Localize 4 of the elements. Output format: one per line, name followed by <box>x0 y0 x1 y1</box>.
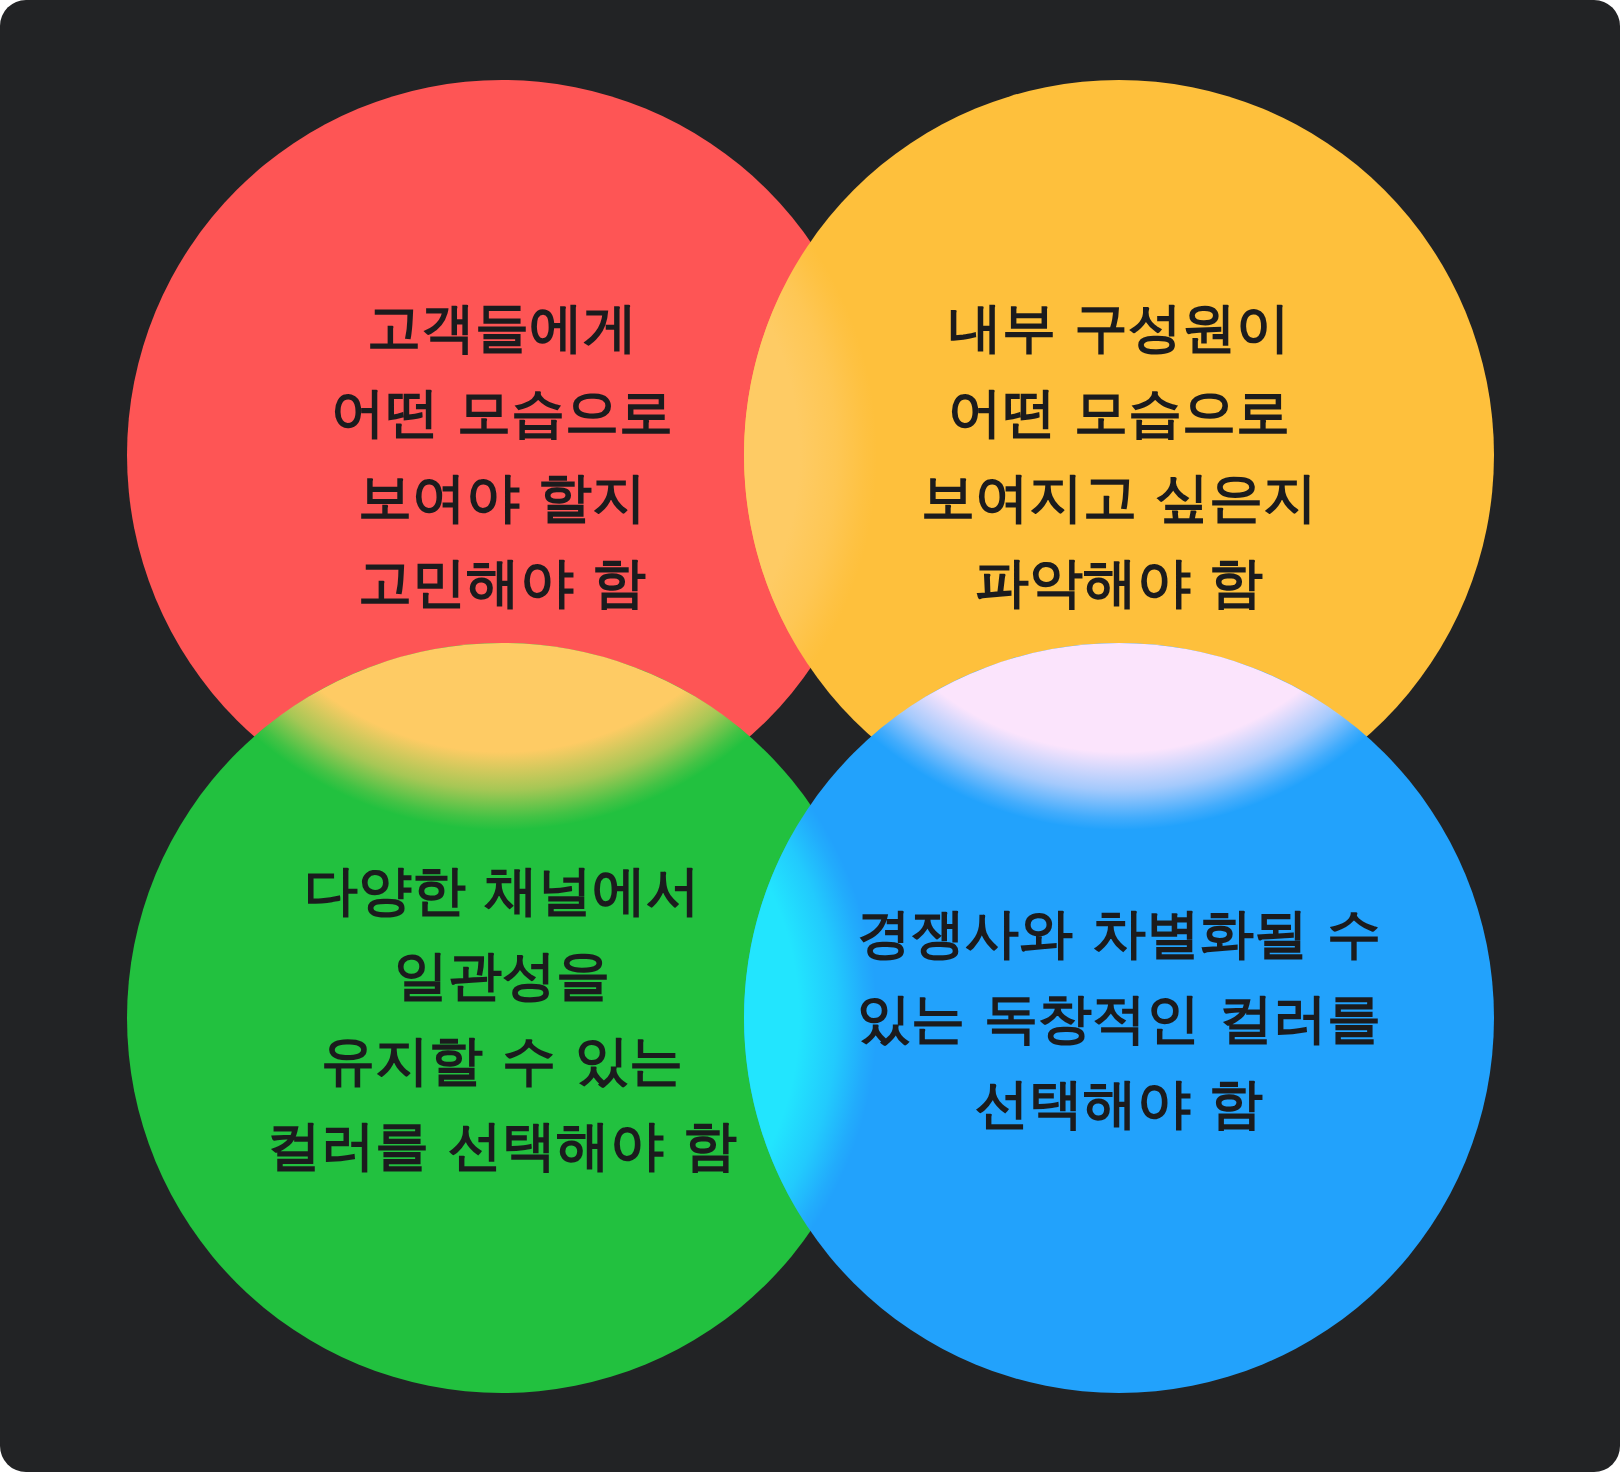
circle-text: 내부 구성원이 어떤 모습으로 보여지고 싶은지 파악해야 함 <box>920 295 1318 616</box>
circle-text: 고객들에게 어떤 모습으로 보여야 할지 고민해야 함 <box>330 295 674 616</box>
circle-text: 다양한 채널에서 일관성을 유지할 수 있는 컬러를 선택해야 함 <box>267 858 737 1179</box>
circle-text: 경쟁사와 차별화될 수 있는 독창적인 컬러를 선택해야 함 <box>857 900 1381 1137</box>
